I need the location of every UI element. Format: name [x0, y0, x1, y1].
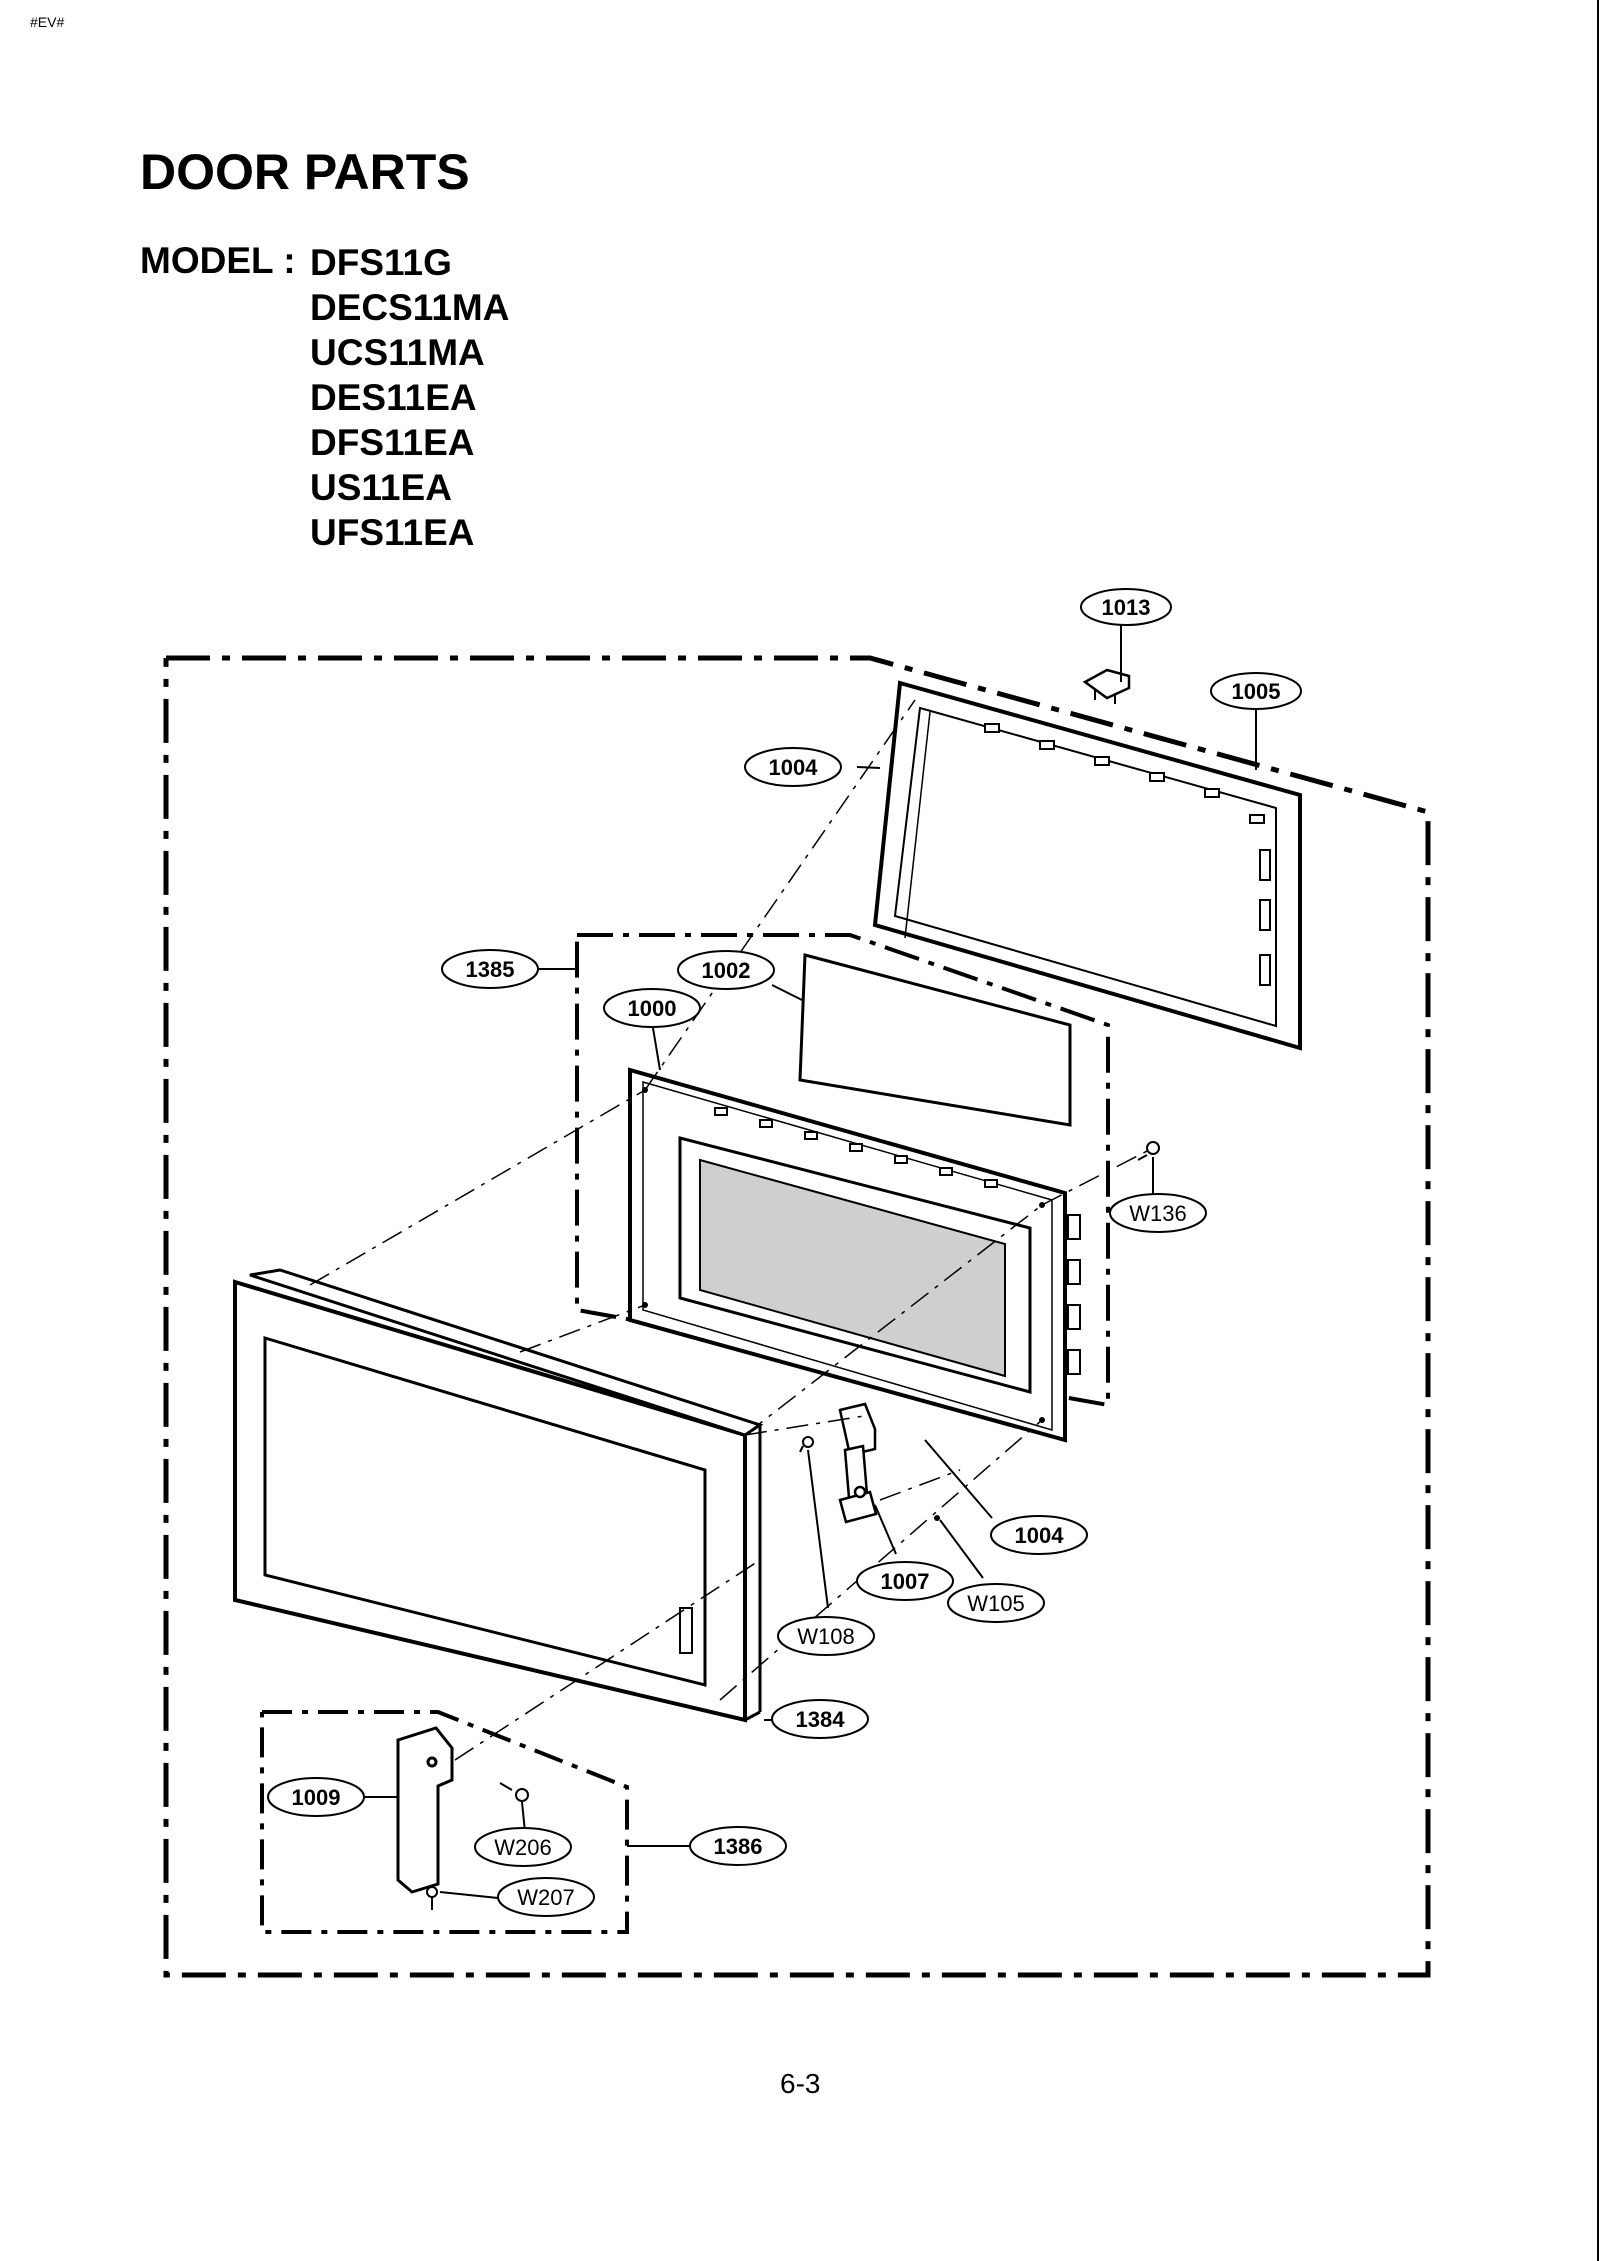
callout-w105: W105 [947, 1583, 1045, 1623]
callout-w206: W206 [474, 1827, 572, 1867]
screw-w108 [799, 1436, 814, 1453]
callout-1384: 1384 [771, 1699, 869, 1739]
callout-1005: 1005 [1210, 672, 1302, 710]
callout-1007: 1007 [856, 1561, 954, 1601]
latch-assembly [838, 1402, 878, 1524]
svg-text:W108: W108 [797, 1624, 854, 1649]
callout-w108: W108 [777, 1616, 875, 1656]
svg-text:1385: 1385 [466, 957, 515, 982]
callout-1004-top: 1004 [744, 747, 842, 787]
callout-1000: 1000 [603, 988, 701, 1028]
svg-text:W105: W105 [967, 1591, 1024, 1616]
svg-text:W206: W206 [494, 1835, 551, 1860]
svg-text:W207: W207 [517, 1885, 574, 1910]
front-door-panel [233, 1268, 764, 1723]
model-item: DFS11EA [310, 422, 475, 463]
rear-door-frame [872, 680, 1302, 1051]
callout-w207: W207 [497, 1877, 595, 1917]
model-item: UFS11EA [310, 512, 475, 553]
callout-1386: 1386 [689, 1826, 787, 1866]
svg-text:W136: W136 [1129, 1201, 1186, 1226]
model-item: DES11EA [310, 377, 477, 418]
handle-assembly-boundary [260, 1710, 629, 1934]
model-list: DFS11G DECS11MA UCS11MA DES11EA DFS11EA … [310, 240, 509, 555]
svg-text:1004: 1004 [1015, 1523, 1065, 1548]
svg-text:1000: 1000 [628, 996, 677, 1021]
model-item: DECS11MA [310, 287, 510, 328]
svg-text:1002: 1002 [702, 958, 751, 983]
svg-text:1007: 1007 [881, 1569, 930, 1594]
door-handle [396, 1726, 454, 1894]
model-label: MODEL : [140, 240, 296, 281]
screw-w207 [426, 1886, 438, 1910]
clip-part [1082, 668, 1131, 704]
assembly-axis-lines [309, 699, 1154, 1761]
screw-w136 [1137, 1141, 1160, 1161]
callout-1385: 1385 [441, 949, 539, 989]
svg-text:1009: 1009 [292, 1785, 341, 1810]
callout-w136: W136 [1109, 1193, 1207, 1233]
screw-w206 [499, 1782, 529, 1802]
callout-1004-low: 1004 [990, 1515, 1088, 1555]
svg-text:1005: 1005 [1232, 679, 1281, 704]
model-item: DFS11G [310, 242, 452, 283]
callout-1009: 1009 [267, 1777, 365, 1817]
screw-w105 [934, 1515, 940, 1521]
door-assembly-boundary [163, 655, 1431, 1978]
choke-cover-sheet [798, 953, 1072, 1127]
header-mark: #EV# [30, 14, 65, 30]
model-item: US11EA [310, 467, 452, 508]
page-title: DOOR PARTS [140, 144, 470, 200]
svg-text:1386: 1386 [714, 1834, 763, 1859]
svg-text:1004: 1004 [769, 755, 819, 780]
svg-text:1384: 1384 [796, 1707, 846, 1732]
page-edge-line [1597, 0, 1599, 2261]
model-item: UCS11MA [310, 332, 485, 373]
inner-door-panel [628, 1067, 1081, 1443]
page-number: 6-3 [780, 2068, 821, 2099]
callout-1002: 1002 [677, 950, 775, 990]
svg-text:1013: 1013 [1102, 595, 1151, 620]
callout-1013: 1013 [1080, 588, 1172, 626]
